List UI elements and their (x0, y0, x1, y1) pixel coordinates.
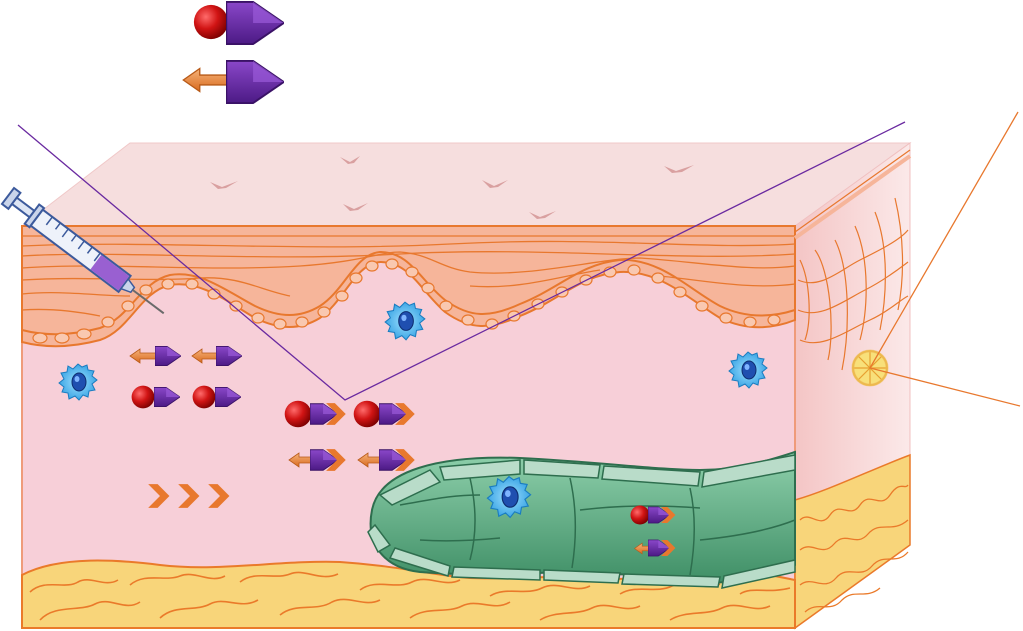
skin-top-surface (20, 142, 912, 227)
side-fat-lines (799, 484, 909, 613)
red-ball-icon (193, 4, 229, 40)
blood-vessel (367, 450, 796, 589)
side-fat-layer (794, 453, 911, 630)
red-ball-icon (353, 400, 381, 428)
red-ball-icon (630, 505, 650, 525)
pointer-lines (17, 111, 1021, 407)
legend-item-red-ball-with-purple-arrow (193, 0, 284, 46)
syringe-icon (0, 186, 165, 315)
side-epidermis (793, 149, 912, 371)
purple-arrow-icon (226, 0, 284, 46)
basal-membrane (21, 250, 796, 336)
surface-flakes (210, 156, 694, 219)
legend-item-orange-arrow-with-purple-arrow (182, 59, 284, 105)
red-ball-icon (192, 385, 216, 409)
red-ball-icon (131, 385, 155, 409)
basal-cells (32, 258, 781, 344)
legend (182, 0, 284, 105)
red-ball-icon (284, 400, 312, 428)
purple-arrow-icon (226, 59, 284, 105)
epidermis-strata-lines (21, 235, 796, 317)
nerve-ending-icon (851, 349, 889, 387)
